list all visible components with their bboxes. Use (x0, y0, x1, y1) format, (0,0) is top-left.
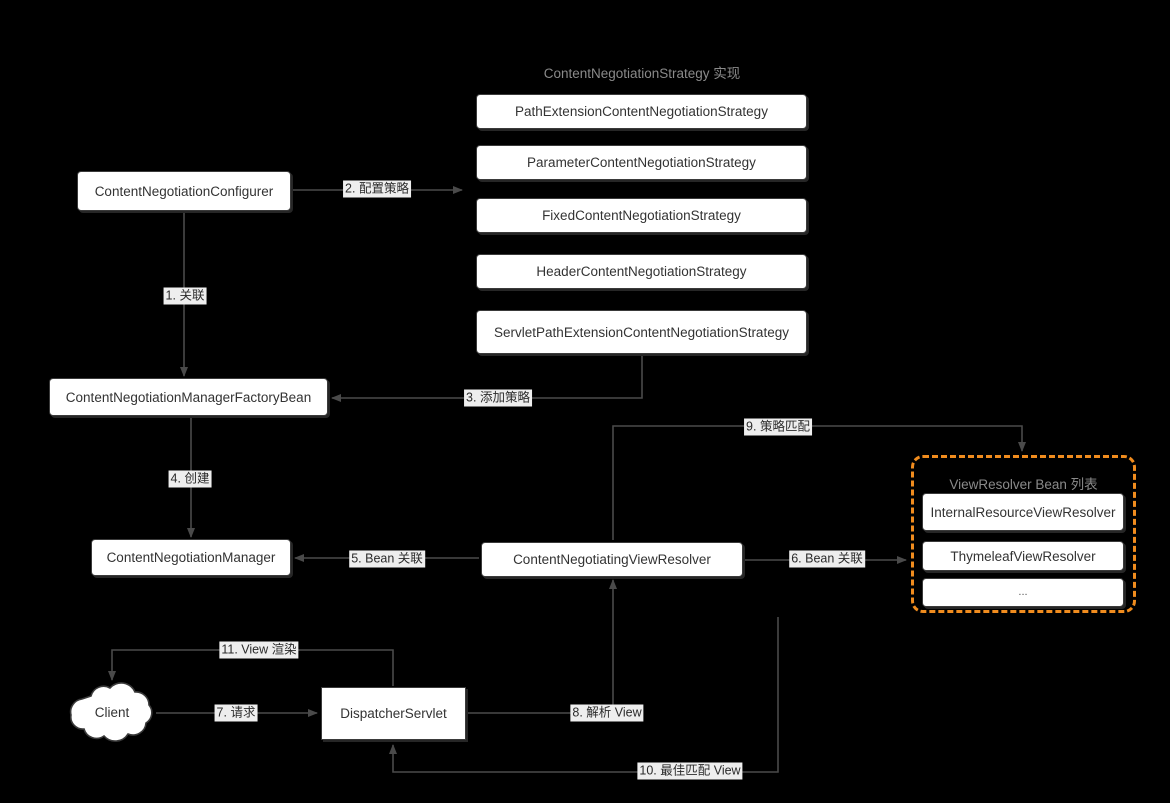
node-content-negotiation-manager-factory-bean[interactable]: ContentNegotiationManagerFactoryBean (49, 378, 328, 416)
edge-label-11: 11. View 渲染 (219, 641, 299, 659)
view-resolver-bean-cluster: ViewResolver Bean 列表 (911, 455, 1136, 613)
edge-label-6: 6. Bean 关联 (789, 550, 865, 568)
node-content-negotiation-configurer[interactable]: ContentNegotiationConfigurer (77, 171, 291, 211)
edge-label-10: 10. 最佳匹配 View (637, 762, 743, 780)
node-dispatcher-servlet[interactable]: DispatcherServlet (321, 687, 466, 740)
edge-label-1: 1. 关联 (163, 287, 207, 305)
edge-8-resolve-view (467, 579, 617, 714)
node-content-negotiation-manager[interactable]: ContentNegotiationManager (91, 539, 291, 576)
cloud-icon (69, 682, 153, 742)
node-client[interactable]: Client (64, 676, 160, 750)
node-path-extension-strategy[interactable]: PathExtensionContentNegotiationStrategy (476, 94, 807, 129)
node-internal-resource-view-resolver[interactable]: InternalResourceViewResolver (922, 493, 1124, 531)
edge-label-3: 3. 添加策略 (464, 389, 532, 407)
node-header-strategy[interactable]: HeaderContentNegotiationStrategy (476, 254, 807, 289)
node-parameter-strategy[interactable]: ParameterContentNegotiationStrategy (476, 145, 807, 180)
node-servlet-path-extension-strategy[interactable]: ServletPathExtensionContentNegotiationSt… (476, 310, 807, 354)
edge-label-4: 4. 创建 (168, 470, 212, 488)
node-more-view-resolvers[interactable]: ... (922, 578, 1124, 607)
edge-label-8: 8. 解析 View (570, 704, 644, 722)
strategy-group-title: ContentNegotiationStrategy 实现 (543, 66, 741, 81)
client-label: Client (94, 705, 130, 720)
node-content-negotiating-view-resolver[interactable]: ContentNegotiatingViewResolver (481, 542, 743, 577)
edge-label-7: 7. 请求 (214, 704, 258, 722)
view-resolver-cluster-title: ViewResolver Bean 列表 (949, 477, 1098, 492)
edge-label-9: 9. 策略匹配 (744, 418, 812, 436)
edge-label-2: 2. 配置策略 (343, 180, 411, 198)
edge-label-5: 5. Bean 关联 (349, 550, 425, 568)
node-thymeleaf-view-resolver[interactable]: ThymeleafViewResolver (922, 541, 1124, 571)
node-fixed-strategy[interactable]: FixedContentNegotiationStrategy (476, 198, 807, 233)
